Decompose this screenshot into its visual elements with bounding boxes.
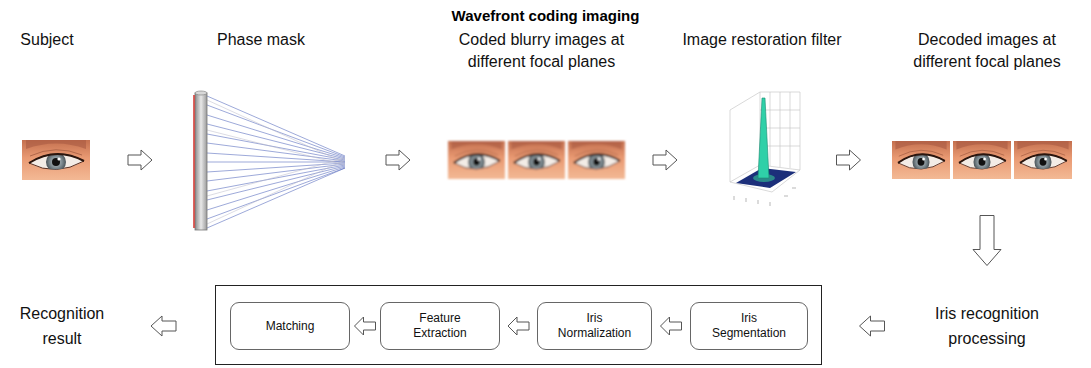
stage-panel: Coded blurry images at different focal p…	[448, 140, 625, 180]
diagram-title: Wavefront coding imaging	[0, 6, 1091, 26]
process-box: Matching	[230, 302, 350, 350]
process-label: Iris Normalization	[555, 311, 635, 341]
processing-frame: Matching Feature Extraction Iris Normaliza…	[215, 285, 822, 365]
stage-label: Phase mask	[217, 29, 305, 51]
stage-panel: Decoded images at different focal planes	[892, 140, 1072, 180]
process-box: Feature Extraction	[380, 302, 500, 350]
stage-panel: Subject	[22, 140, 90, 180]
hollow-arrow	[661, 317, 682, 335]
hollow-arrow	[151, 316, 176, 336]
process-label: Matching	[245, 319, 335, 334]
light-rays	[207, 96, 345, 228]
stage-text-node: Recognition result	[12, 301, 112, 351]
hollow-arrow	[860, 316, 885, 336]
hollow-arrow	[653, 150, 677, 170]
stage-label: Subject	[20, 29, 73, 51]
eye-image	[568, 141, 625, 179]
eye-image	[22, 140, 90, 180]
hollow-arrow	[386, 150, 410, 170]
process-box: Iris Normalization	[537, 302, 652, 350]
hollow-arrow	[508, 317, 529, 335]
eye-image	[448, 141, 505, 179]
psf-plot	[730, 92, 800, 206]
hollow-arrow	[355, 317, 376, 335]
eye-image	[1014, 141, 1072, 179]
stage-label: Recognition result	[12, 301, 112, 351]
stage-label: Iris recognition processing	[922, 301, 1052, 351]
coded-blurry-eyes	[448, 141, 625, 179]
hollow-arrow	[837, 150, 861, 170]
eye-image	[953, 141, 1011, 179]
eye-image	[508, 141, 565, 179]
stage-label: Decoded images at different focal planes	[892, 29, 1082, 73]
eye-image	[892, 141, 950, 179]
phase-mask	[194, 91, 345, 230]
stage-panel: Image restoration filter	[705, 88, 805, 208]
decoded-eyes	[892, 141, 1072, 179]
stage-label: Coded blurry images at different focal p…	[447, 29, 637, 73]
mask-edge	[193, 95, 195, 228]
stage-label: Image restoration filter	[682, 29, 841, 51]
stage-panel: Phase mask	[190, 92, 348, 232]
process-label: Feature Extraction	[405, 311, 475, 341]
mask-plate	[195, 93, 207, 230]
process-label: Iris Segmentation	[709, 311, 789, 341]
hollow-arrow	[128, 150, 152, 170]
stage-text-node: Iris recognition processing	[922, 301, 1052, 351]
hollow-arrow	[973, 216, 1001, 266]
title-box: Wavefront coding imaging	[0, 6, 1091, 26]
process-box: Iris Segmentation	[690, 302, 808, 350]
subject-eye	[22, 140, 90, 180]
